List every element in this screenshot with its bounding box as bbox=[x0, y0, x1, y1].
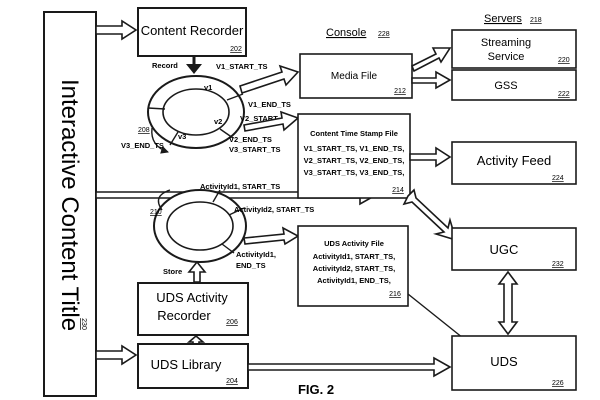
uds-library-box: UDS Library 204 bbox=[137, 343, 249, 389]
console-header: Console bbox=[326, 27, 366, 39]
uds-activity-line: ActivityId2, START_TS, bbox=[313, 264, 395, 273]
ring-bottom-to-uds-activity-file-arrow bbox=[243, 226, 300, 246]
interactive-content-title-label: Interactive Content Title bbox=[56, 79, 83, 331]
label-v1-start-ts: V1_START_TS bbox=[216, 62, 268, 71]
uds-activity-recorder-box: UDS Activity Recorder 206 bbox=[137, 282, 249, 336]
segment-v2: v2 bbox=[214, 117, 222, 126]
content-timestamp-file-box: Content Time Stamp File V1_START_TS, V1_… bbox=[297, 113, 411, 199]
label-v3-end-ts: V3_END_TS bbox=[121, 141, 164, 150]
record-label: Record bbox=[152, 61, 178, 70]
content-recorder-label: Content Recorder bbox=[141, 23, 244, 38]
record-ring-ref: 208 bbox=[138, 127, 150, 134]
ugc-label: UGC bbox=[490, 242, 519, 257]
label-activityid1-end-line2: END_TS bbox=[236, 261, 266, 270]
activity-feed-label: Activity Feed bbox=[477, 153, 551, 168]
store-label: Store bbox=[163, 267, 182, 276]
ring-top-arrows bbox=[239, 64, 300, 132]
uds-activity-recorder-ref: 206 bbox=[226, 319, 238, 326]
servers-ref: 218 bbox=[530, 17, 542, 24]
media-file-ref: 212 bbox=[394, 88, 406, 95]
servers-header: Servers bbox=[484, 13, 522, 25]
uds-activity-file-ref: 216 bbox=[389, 291, 401, 298]
streaming-service-ref: 220 bbox=[558, 57, 570, 64]
content-recorder-ref: 202 bbox=[230, 46, 242, 53]
label-activityid1-start-ts: ActivityId1, START_TS bbox=[200, 182, 280, 191]
segment-v3: v3 bbox=[178, 132, 186, 141]
gss-label: GSS bbox=[494, 80, 517, 92]
streaming-service-line1: Streaming bbox=[481, 37, 531, 49]
uds-activity-line: ActivityId1, START_TS, bbox=[313, 252, 395, 261]
ugc-box: UGC 232 bbox=[451, 227, 577, 271]
uds-ref: 226 bbox=[552, 380, 564, 387]
uds-label: UDS bbox=[490, 354, 518, 369]
uds-activity-recorder-line2: Recorder bbox=[157, 308, 211, 323]
uds-activity-line: ActivityId1, END_TS, bbox=[317, 276, 391, 285]
figure-caption: FIG. 2 bbox=[298, 382, 334, 397]
uds-box: UDS 226 bbox=[451, 335, 577, 391]
segment-v1: v1 bbox=[204, 83, 212, 92]
content-timestamp-line: V2_START_TS, V2_END_TS, bbox=[304, 156, 405, 165]
ugc-uds-bidirectional-arrow bbox=[497, 270, 519, 336]
uds-library-label: UDS Library bbox=[151, 357, 222, 372]
media-file-label: Media File bbox=[331, 71, 378, 82]
media-to-servers-arrows bbox=[410, 47, 452, 90]
ts-ugc-bidirectional-arrow bbox=[402, 188, 458, 242]
label-v1-end-ts: V1_END_TS bbox=[248, 100, 291, 109]
uds-activity-recorder-line1: UDS Activity bbox=[156, 290, 228, 305]
uds-library-ref: 204 bbox=[226, 378, 238, 385]
gss-box: GSS 222 bbox=[451, 69, 577, 101]
uds-activity-file-box: UDS Activity File ActivityId1, START_TS,… bbox=[297, 225, 409, 307]
store-ring: 210 Store bbox=[150, 189, 247, 276]
uds-library-to-uds-arrow bbox=[247, 356, 452, 378]
label-v2-start-ts: V2_START_TS bbox=[240, 114, 292, 123]
record-ring: v1 v2 v3 208 bbox=[138, 75, 245, 154]
streaming-service-box: Streaming Service 220 bbox=[451, 29, 577, 69]
activity-feed-box: Activity Feed 224 bbox=[451, 141, 577, 185]
label-activityid1-end-line1: ActivityId1, bbox=[236, 250, 276, 259]
recorder-to-ring-arrow bbox=[187, 260, 207, 283]
ugc-ref: 232 bbox=[552, 261, 564, 268]
content-timestamp-file-ref: 214 bbox=[392, 187, 404, 194]
store-ring-ref: 210 bbox=[150, 209, 162, 216]
record-arrow: Record bbox=[152, 56, 202, 74]
content-recorder-box: Content Recorder 202 bbox=[137, 7, 247, 57]
uds-activity-file-title: UDS Activity File bbox=[324, 239, 384, 248]
library-recorder-arrow bbox=[186, 334, 206, 345]
label-v2-end-ts: V2_END_TS bbox=[229, 135, 272, 144]
interactive-content-title-box: Interactive Content Title 230 bbox=[43, 11, 97, 397]
gss-ref: 222 bbox=[558, 91, 570, 98]
content-timestamp-file-title: Content Time Stamp File bbox=[310, 129, 398, 138]
content-timestamp-line: V1_START_TS, V1_END_TS, bbox=[304, 144, 405, 153]
console-ref: 228 bbox=[378, 31, 390, 38]
content-timestamp-line: V3_START_TS, V3_END_TS, bbox=[304, 168, 405, 177]
media-file-box: Media File 212 bbox=[299, 53, 413, 99]
interactive-content-title-ref: 230 bbox=[80, 318, 87, 330]
label-activityid2-start-ts: ActivityId2, START_TS bbox=[234, 205, 314, 214]
label-v3-start-ts: V3_START_TS bbox=[229, 145, 281, 154]
ts-to-activity-feed-arrow bbox=[409, 146, 452, 168]
streaming-service-line2: Service bbox=[488, 51, 525, 63]
activity-feed-ref: 224 bbox=[552, 175, 564, 182]
